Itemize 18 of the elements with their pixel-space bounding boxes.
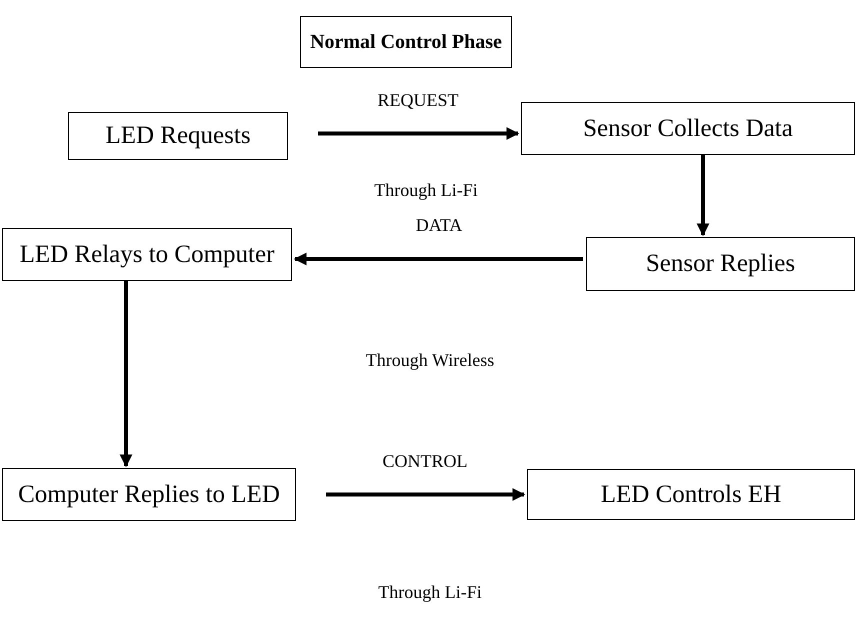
arrow [120,281,132,468]
process-box: LED Requests [68,112,288,160]
process-box: Computer Replies to LED [2,468,296,521]
process-box: LED Relays to Computer [2,228,292,281]
process-box: LED Controls EH [527,469,855,520]
process-box: Sensor Replies [586,237,855,291]
edge-label: CONTROL [382,450,468,472]
arrow [294,252,583,266]
arrow [696,155,710,236]
arrow [326,488,526,501]
arrow [318,127,520,140]
edge-label: REQUEST [378,90,458,110]
note-text: Through Li-Fi [374,180,478,201]
title-box: Normal Control Phase [300,16,512,68]
edge-label: DATA [416,215,462,236]
process-box: Sensor Collects Data [521,102,855,155]
note-text: Through Wireless [366,350,494,371]
note-text: Through Li-Fi [378,582,482,603]
